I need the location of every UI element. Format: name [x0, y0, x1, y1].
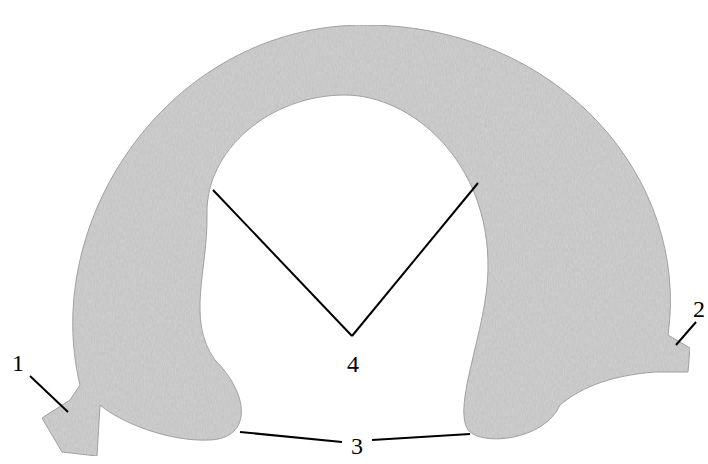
- leader-line: [240, 432, 342, 442]
- leader-lines: [30, 183, 696, 442]
- callout-number: 2: [693, 297, 705, 321]
- arched-structure: [42, 25, 690, 456]
- leader-line: [30, 376, 68, 412]
- leader-line: [372, 434, 470, 440]
- callout-number: 3: [351, 434, 363, 458]
- leader-line: [213, 190, 352, 336]
- leader-line: [352, 183, 478, 336]
- callout-number: 4: [347, 352, 359, 376]
- callout-number: 1: [12, 351, 24, 375]
- leader-line: [676, 322, 696, 345]
